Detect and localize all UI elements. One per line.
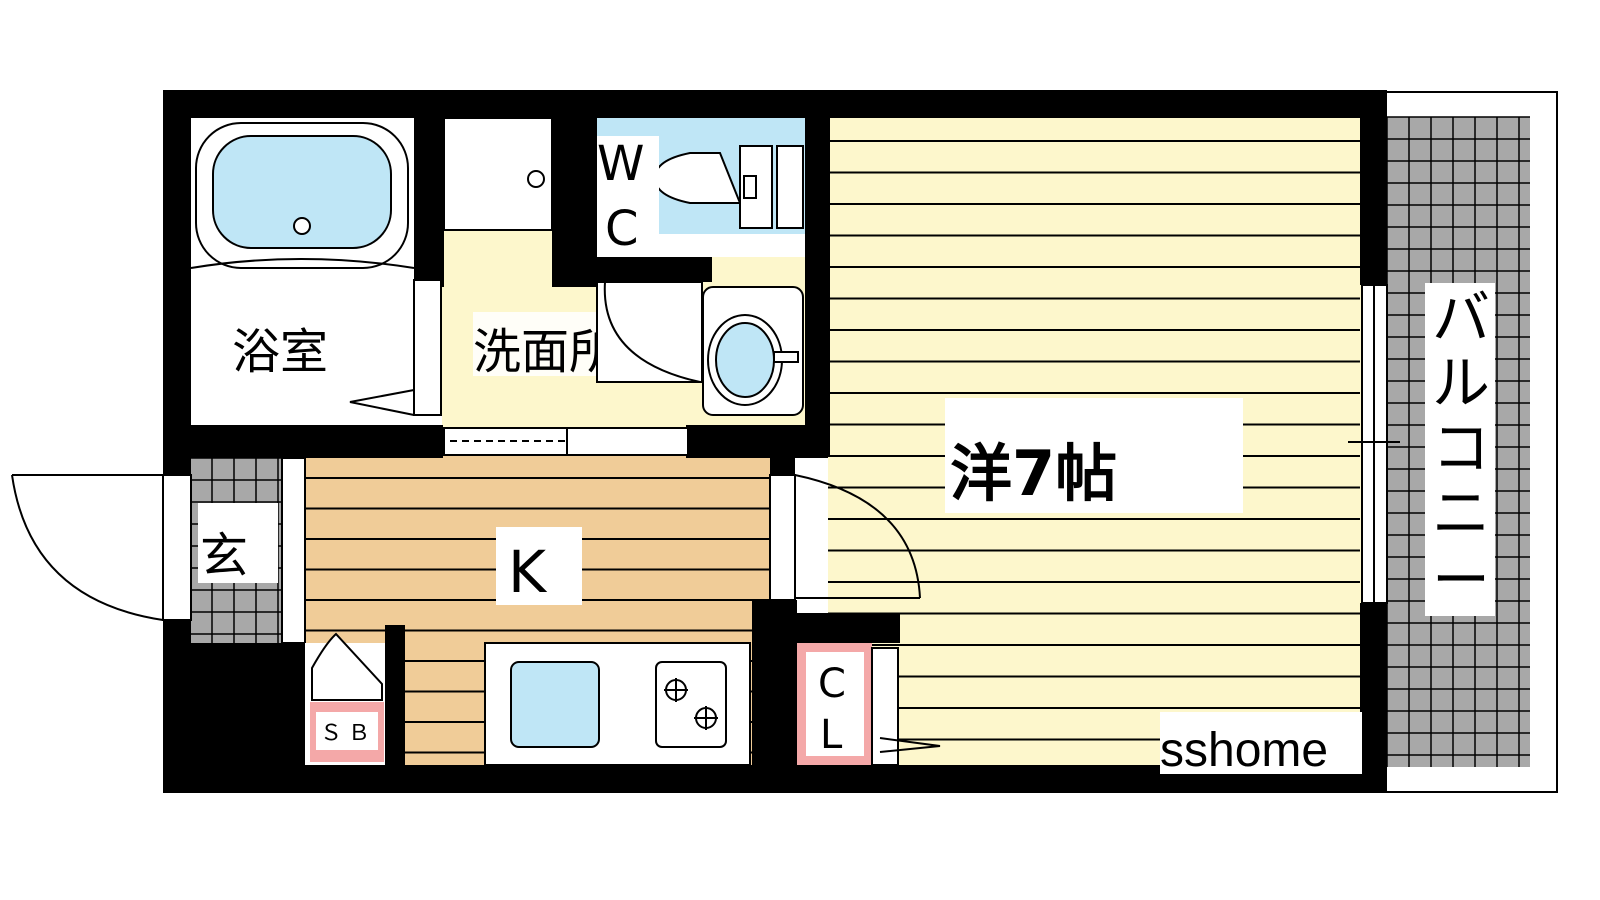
front-door[interactable] [11, 474, 192, 621]
closet-door[interactable] [871, 647, 941, 766]
wc-label-c: C [605, 201, 639, 257]
washroom: 洗面所 [443, 117, 804, 456]
walls [163, 90, 1387, 793]
balcony-char-4: ニ [1432, 479, 1490, 547]
kitchen-label: K [508, 538, 548, 606]
wc: W C [597, 118, 805, 257]
brand-watermark: sshome [1160, 712, 1362, 777]
bathtub-icon [195, 122, 409, 269]
balcony-label: バ ル コ ニ ー [1432, 284, 1490, 614]
bathroom: 浴室 [190, 118, 442, 425]
washroom-door[interactable] [443, 427, 689, 456]
balcony-char-3: コ [1432, 414, 1490, 482]
bathroom-label: 浴室 [232, 324, 328, 380]
balcony-char-2: ル [1432, 349, 1490, 417]
shoe-box: ＳＢ [305, 632, 385, 765]
entrance: 玄 ＳＢ [11, 457, 385, 765]
wc-label-w: W [597, 136, 644, 192]
kitchen: K [484, 474, 921, 766]
stove-icon [655, 661, 727, 748]
balcony-window[interactable] [1348, 284, 1400, 604]
entrance-label: 玄 [200, 528, 248, 584]
washroom-label: 洗面所 [473, 324, 617, 380]
washbasin-icon [702, 286, 804, 416]
closet-label-c: C [818, 661, 846, 707]
balcony-char-1: バ [1432, 284, 1490, 352]
closet: C L [797, 643, 941, 766]
kitchen-counter [484, 642, 751, 766]
kitchen-door[interactable] [769, 474, 921, 601]
western-room-label: 洋7帖 [950, 437, 1117, 510]
brand-label: sshome [1160, 724, 1328, 777]
faucet-icon [527, 170, 545, 188]
balcony-char-5: ー [1432, 546, 1490, 614]
toilet-icon [653, 145, 804, 229]
western-room: 洋7帖 [945, 398, 1243, 513]
closet-label-l: L [820, 712, 843, 758]
shoe-box-label: ＳＢ [320, 721, 376, 746]
sink-icon [510, 661, 600, 748]
